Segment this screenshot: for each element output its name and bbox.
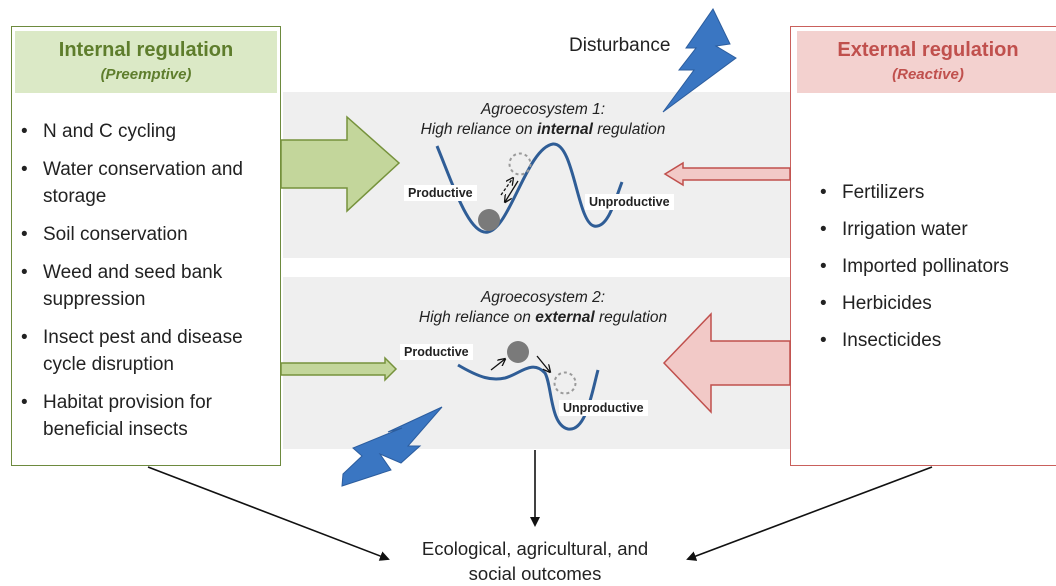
internal-regulation-header: Internal regulation (Preemptive) — [15, 31, 277, 93]
agroecosystem-2-push-arrow — [490, 359, 505, 371]
list-item: Fertilizers — [820, 179, 1052, 206]
agroecosystem-2-title: Agroecosystem 2: High reliance on extern… — [383, 288, 703, 328]
agroecosystem-1-push-arrow — [500, 178, 513, 196]
list-item: Imported pollinators — [820, 253, 1052, 280]
agroecosystem-1-ball — [478, 209, 500, 231]
external-to-agroecosystem-2-arrow — [662, 312, 791, 414]
list-item: Insect pest and disease cycle disruption — [21, 324, 279, 378]
agroecosystem-1-return-arrow — [505, 180, 519, 202]
internal-to-agroecosystem-1-arrow — [280, 115, 401, 213]
list-item: Water conservation and storage — [21, 156, 279, 210]
agroecosystem-2-productive-label: Productive — [400, 344, 473, 360]
agroecosystem-1-productive-label: Productive — [404, 185, 477, 201]
disturbance-label: Disturbance — [569, 35, 671, 56]
internal-regulation-list: N and C cycling Water conservation and s… — [21, 118, 279, 443]
internal-regulation-title: Internal regulation — [58, 39, 234, 61]
list-item: Herbicides — [820, 290, 1052, 317]
internal-to-agroecosystem-2-arrow — [280, 356, 398, 382]
agroecosystem-1-title-line1: Agroecosystem 1: — [480, 101, 606, 118]
agroecosystem-2-title-line2: High reliance on external regulation — [383, 308, 703, 328]
agroecosystem-1-displaced-ball — [508, 152, 532, 176]
list-item: N and C cycling — [21, 118, 279, 145]
external-to-agroecosystem-1-arrow — [663, 161, 791, 187]
external-regulation-list: Fertilizers Irrigation water Imported po… — [820, 179, 1052, 354]
agroecosystem-2-ball — [507, 341, 529, 363]
external-to-outcome-arrow — [686, 466, 933, 561]
external-regulation-title: External regulation — [837, 39, 1019, 61]
agroecosystem-2-landscape-curve — [457, 363, 600, 431]
agroecosystem-2-displaced-ball — [553, 371, 577, 395]
external-regulation-subtitle: (Reactive) — [892, 66, 964, 83]
agroecosystem-2-title-pre: High reliance on — [418, 309, 536, 326]
internal-regulation-subtitle: (Preemptive) — [100, 66, 192, 83]
agroecosystem-2-tip-arrow — [536, 355, 550, 372]
outcome-label-line1: Ecological, agricultural, and — [421, 538, 649, 559]
outcome-label-line2: social outcomes — [468, 563, 602, 584]
agroecosystem-1-title-line2: High reliance on internal regulation — [383, 120, 703, 140]
agroecosystem-2-title-bold: external — [535, 309, 595, 326]
list-item: Habitat provision for beneficial insects — [21, 389, 279, 443]
list-item: Weed and seed bank suppression — [21, 259, 279, 313]
outcome-label: Ecological, agricultural, and social out… — [380, 536, 690, 586]
external-regulation-header: External regulation (Reactive) — [797, 31, 1056, 93]
external-regulation-box: External regulation (Reactive) Fertilize… — [790, 26, 1056, 466]
lightning-bolt-icon — [341, 406, 443, 487]
internal-to-outcome-arrow — [147, 466, 390, 561]
internal-regulation-box: Internal regulation (Preemptive) N and C… — [11, 26, 281, 466]
agroecosystem-1-title: Agroecosystem 1: High reliance on intern… — [383, 100, 703, 140]
agroecosystem-1-title-post: regulation — [592, 121, 666, 138]
agroecosystem-2-title-post: regulation — [594, 309, 668, 326]
agroecosystem-1-landscape-curve — [435, 142, 624, 234]
list-item: Irrigation water — [820, 216, 1052, 243]
agroecosystem-2-title-line1: Agroecosystem 2: — [480, 289, 606, 306]
lightning-bolt-icon — [662, 8, 737, 113]
agroecosystem-1-unproductive-label: Unproductive — [585, 194, 674, 210]
agroecosystem-2-unproductive-label: Unproductive — [559, 400, 648, 416]
list-item: Soil conservation — [21, 221, 279, 248]
agroecosystem-1-title-pre: High reliance on — [420, 121, 537, 138]
list-item: Insecticides — [820, 327, 1052, 354]
agroecosystem-1-title-bold: internal — [536, 121, 593, 138]
